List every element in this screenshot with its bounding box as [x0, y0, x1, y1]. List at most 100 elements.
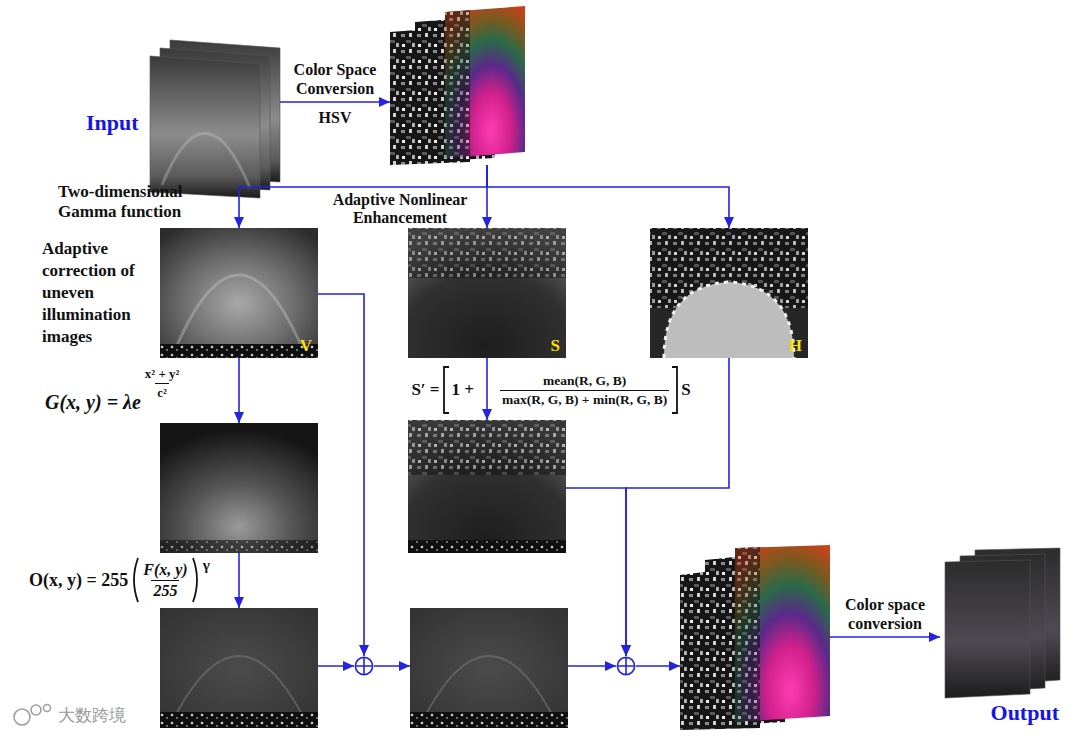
step-label: Adaptive Nonlinear Enhancement: [322, 191, 478, 227]
logo-ring: [14, 709, 30, 725]
illumination-image: [160, 423, 318, 553]
flow-arrow: [238, 553, 240, 608]
flow-arrow: [487, 165, 729, 228]
image: [410, 608, 568, 728]
step-label: Two-dimensional Gamma function: [58, 182, 182, 221]
image: [160, 228, 318, 358]
gaussian-formula: G(x, y) = λe x² + y² c²: [44, 366, 183, 414]
hsv-image-stack: [390, 6, 525, 165]
formula-part: max(R, G, B) + min(R, G, B): [502, 392, 667, 407]
rubble: [160, 540, 318, 553]
add-symbol: [616, 656, 636, 676]
gamma-corrected-image: [160, 608, 318, 728]
add-ring: [355, 657, 372, 674]
watermark: 大数跨境: [58, 706, 126, 725]
add-operator: [354, 656, 374, 676]
add-operator: [616, 656, 636, 676]
formula-part: F(x, y): [143, 561, 187, 578]
formula-part: x² + y²: [145, 366, 180, 381]
flow-arrow: [374, 665, 410, 667]
flow-arrow: [239, 165, 487, 228]
logo-ring: [44, 705, 51, 712]
s-channel-image: S: [408, 228, 566, 358]
formula-slot: G(x, y) = λe: [45, 391, 141, 414]
input-image-stack: Input: [80, 40, 280, 205]
flow-arrow: [318, 294, 364, 656]
formula-part: γ: [203, 557, 210, 573]
flow-arrow: [636, 665, 680, 667]
edge-label: Color Space Conversion: [283, 60, 387, 98]
hsv-image-stack-art: [390, 6, 525, 165]
flow-arrow: [830, 636, 940, 638]
speckle: [408, 228, 566, 278]
parenthesis: [192, 557, 201, 603]
flow-arrow: [238, 358, 240, 423]
formula-slot: S′ =: [411, 380, 439, 400]
step-label: Adaptive correction of uneven illuminati…: [42, 238, 157, 348]
line-gap: [476, 390, 498, 391]
node-text: S: [551, 336, 560, 356]
v-channel-image: V: [160, 228, 318, 358]
formula-slot: γ: [203, 557, 210, 574]
image: [650, 228, 808, 358]
fused-image-art: [410, 608, 568, 728]
dome: [664, 282, 794, 358]
image-layer: [445, 6, 525, 158]
fraction: mean(R, G, B) max(R, G, B) + min(R, G, B…: [500, 373, 669, 408]
formula-part: S: [681, 380, 690, 399]
enhanced-hsv-stack: [680, 545, 830, 730]
formula-slot: O(x, y) = 255: [29, 570, 128, 591]
formula-part: c²: [157, 385, 167, 400]
image-layer: [150, 56, 260, 198]
formula-slot: S: [681, 380, 690, 400]
h-channel-image: H: [650, 228, 808, 358]
parenthesis: [130, 557, 139, 603]
add-symbol: [354, 656, 374, 676]
image-layer: [445, 10, 470, 158]
edge-label: Color space conversion: [830, 595, 940, 633]
add-cross: [617, 657, 634, 674]
rubble: [408, 540, 566, 553]
image-layer: [735, 547, 760, 722]
gamma-formula: O(x, y) = 255 F(x, y) 255 γ: [28, 557, 211, 603]
flow-arrow: [486, 358, 488, 420]
rubble: [410, 712, 568, 728]
formula-part: S′ =: [411, 380, 439, 399]
rubble: [160, 712, 318, 728]
logo-ring: [31, 705, 41, 715]
add-ring: [617, 657, 634, 674]
bracket: [671, 366, 679, 414]
watermark-logo: [14, 705, 51, 726]
watermark: 大数跨境: [58, 705, 126, 727]
formula-part: mean(R, G, B): [543, 373, 626, 388]
image: [408, 228, 566, 358]
formula-slot: 1 +: [452, 380, 474, 400]
add-cross: [355, 657, 372, 674]
formula-part: G(x, y) = λe: [45, 391, 141, 413]
s-enhanced-image-art: [408, 420, 566, 553]
node-text: H: [789, 336, 802, 356]
formula-part: 1 +: [452, 380, 474, 399]
image: [408, 420, 566, 553]
h-image-art: [650, 228, 808, 358]
rubble: [160, 344, 318, 358]
formula-part: 255: [153, 582, 177, 599]
input-image-stack-art: [150, 40, 280, 198]
formula-part: O(x, y) = 255: [29, 570, 128, 590]
formula-slot: 255: [151, 580, 179, 600]
node-text: Input: [86, 110, 139, 136]
fused-v-image: [410, 608, 568, 728]
s-image-art: [408, 228, 566, 358]
step-label: HSV: [290, 108, 380, 127]
gamma-image-art: [160, 608, 318, 728]
flow-arrow: [566, 488, 626, 656]
dome-edge: [664, 282, 794, 358]
output-image-stack: Output: [940, 548, 1065, 728]
image: [160, 608, 318, 728]
flow-arrow: [568, 665, 616, 667]
step-label: Adaptive correction of uneven illuminati…: [42, 239, 135, 346]
flow-arrow: [318, 665, 354, 667]
formula-slot: F(x, y): [141, 561, 189, 580]
output-image-stack-art: [945, 548, 1060, 698]
speckle: [408, 420, 566, 475]
